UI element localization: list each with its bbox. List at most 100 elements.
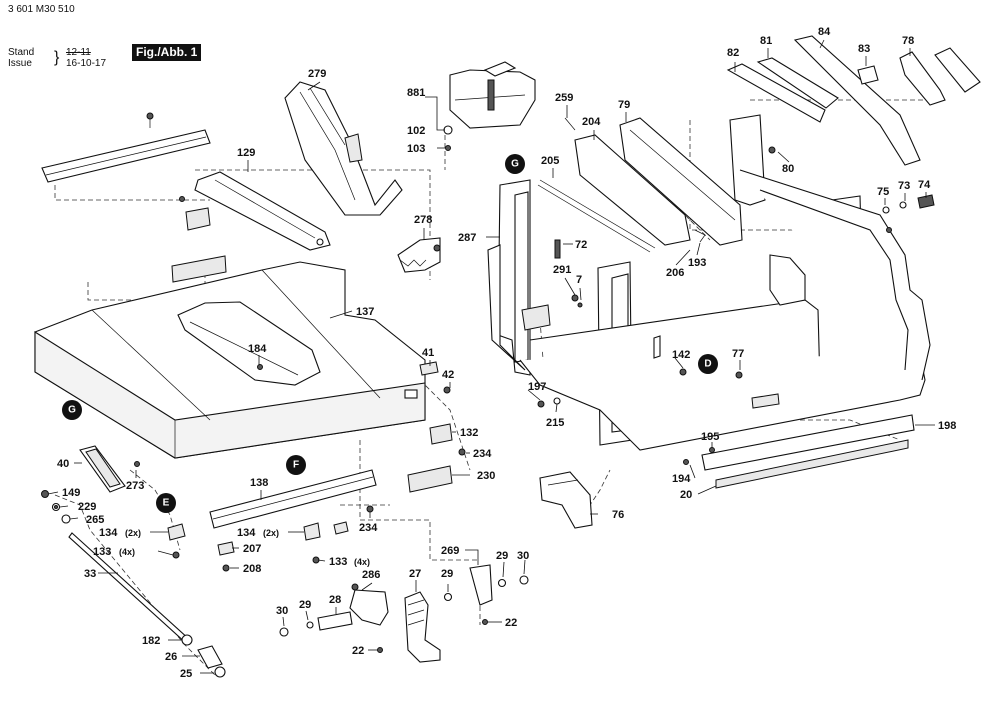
label-133a-qty: (4x) [119,547,135,557]
label-41: 41 [422,347,434,359]
label-137: 137 [356,306,374,318]
leader-lines [47,39,935,674]
label-182: 182 [142,635,160,647]
document-header: 3 601 M30 510 Stand Issue } 12-11 16-10-… [8,4,248,74]
label-291: 291 [553,264,571,276]
svg-text:F: F [293,460,299,471]
label-29a: 29 [496,550,508,562]
label-30a: 30 [517,550,529,562]
svg-text:G: G [511,159,519,170]
label-30b: 30 [276,605,288,617]
label-230: 230 [477,470,495,482]
section-marker-G-top: G [505,154,525,174]
label-81: 81 [760,35,772,47]
label-42: 42 [442,369,454,381]
label-133b-qty: (4x) [354,557,370,567]
label-129: 129 [237,147,255,159]
label-133b: 133 [329,556,347,568]
label-134a: 134 [99,527,118,539]
section-marker-F: F [286,455,306,475]
fence-rail-top [41,112,211,183]
label-134b: 134 [237,527,256,539]
label-29c: 29 [299,599,311,611]
label-134a-qty: (2x) [125,528,141,538]
label-197: 197 [528,381,546,393]
part-204-cover-rail [537,117,743,259]
label-194: 194 [672,473,691,485]
label-207: 207 [243,543,261,555]
label-234a: 234 [473,448,492,460]
label-80: 80 [782,163,794,175]
label-286: 286 [362,569,380,581]
issue-date: 16-10-17 [66,58,107,69]
label-77: 77 [732,348,744,360]
label-75: 75 [877,186,889,198]
label-133a: 133 [93,546,111,558]
label-76: 76 [612,509,624,521]
part-278-pawl [397,237,441,273]
label-33: 33 [84,568,96,580]
label-204: 204 [582,116,601,128]
part-33-rod [41,490,226,678]
label-881: 881 [407,87,425,99]
part-40-handle [79,445,140,493]
part-labels: 279 881 102 103 259 204 79 205 82 81 84 … [57,26,956,680]
label-234b: 234 [359,522,378,534]
label-265: 265 [86,514,104,526]
label-29b: 29 [441,568,453,580]
label-273: 273 [126,480,144,492]
label-22b: 22 [505,617,517,629]
label-40: 40 [57,458,69,470]
label-7: 7 [576,274,582,286]
bracket-41 [419,361,451,394]
label-259: 259 [555,92,573,104]
part-137-table-top [34,261,426,459]
section-marker-G-left: G [62,400,82,420]
top-right-handles [726,35,981,233]
label-229: 229 [78,501,96,513]
label-215: 215 [546,417,564,429]
label-73: 73 [898,180,910,192]
label-83: 83 [858,43,870,55]
svg-text:D: D [704,359,711,370]
part-198-front-rail [683,414,915,489]
label-25: 25 [180,668,192,680]
label-193: 193 [688,257,706,269]
label-102: 102 [407,125,425,137]
stand-label: Stand [8,47,35,58]
label-132: 132 [460,427,478,439]
part-881-guard-assembly [443,61,536,151]
svg-text:E: E [163,498,170,509]
label-79: 79 [618,99,630,111]
bracket-part [171,196,227,283]
bottom-mechanism-group [279,564,529,663]
label-84: 84 [818,26,831,38]
part-138-front-rail [209,469,377,529]
part-279-blade-guard [284,81,403,216]
label-103: 103 [407,143,425,155]
label-205: 205 [541,155,559,167]
section-marker-E: E [156,493,176,513]
part-132-bracket [407,423,466,493]
label-195: 195 [701,431,719,443]
label-27: 27 [409,568,421,580]
label-134b-qty: (2x) [263,528,279,538]
label-26: 26 [165,651,177,663]
label-82: 82 [727,47,739,59]
label-78: 78 [902,35,914,47]
label-72: 72 [575,239,587,251]
label-20: 20 [680,489,692,501]
svg-text:G: G [68,405,76,416]
label-287: 287 [458,232,476,244]
brace-icon: } [54,49,60,66]
label-74: 74 [918,179,931,191]
label-269: 269 [441,545,459,557]
label-149: 149 [62,487,80,499]
label-22a: 22 [352,645,364,657]
figure-label: Fig./Abb. 1 [132,44,202,61]
label-184: 184 [248,343,267,355]
stand-date: 12-11 [66,47,91,58]
part-76-foot [539,471,593,529]
left-fastener-group [167,505,374,572]
